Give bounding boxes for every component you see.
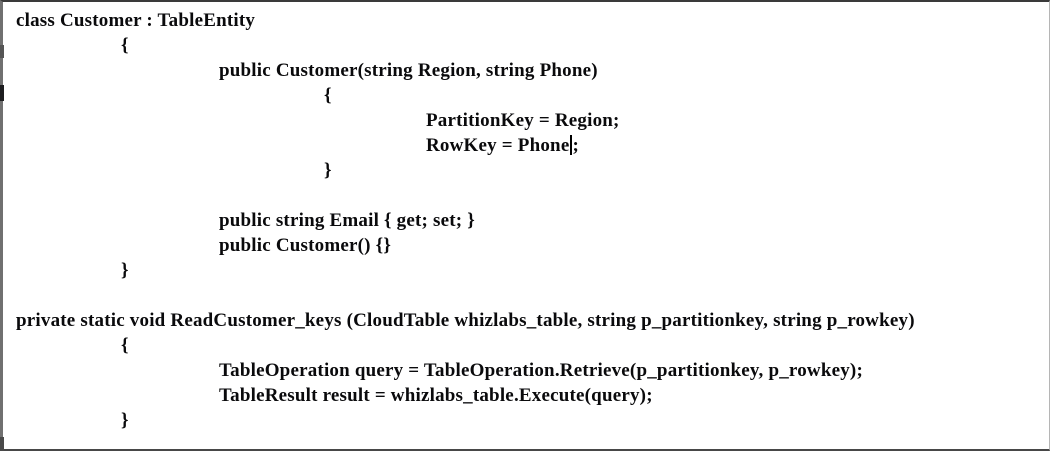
code-line-blank bbox=[6, 183, 1047, 208]
code-line: { bbox=[121, 335, 129, 356]
code-line: } bbox=[121, 260, 129, 281]
code-line: RowKey = Phone; bbox=[6, 133, 1047, 158]
code-line: PartitionKey = Region; bbox=[426, 110, 620, 131]
code-line: } bbox=[121, 410, 129, 431]
left-border-artifact bbox=[0, 85, 4, 101]
code-editor-panel: class Customer : TableEntity { public Cust… bbox=[0, 0, 1050, 451]
code-line: public Customer() {} bbox=[219, 235, 392, 256]
text-cursor bbox=[570, 135, 573, 155]
code-line: { bbox=[121, 35, 129, 56]
left-border-artifact bbox=[0, 437, 4, 451]
left-border-artifact bbox=[0, 45, 4, 58]
code-line: } bbox=[324, 160, 332, 181]
code-text: ; bbox=[572, 135, 579, 156]
code-line: public Customer(string Region, string Ph… bbox=[219, 60, 598, 81]
code-line: TableResult result = whizlabs_table.Exec… bbox=[219, 385, 653, 406]
code-line: public string Email { get; set; } bbox=[219, 210, 475, 231]
code-line: TableOperation query = TableOperation.Re… bbox=[219, 360, 863, 381]
code-block[interactable]: class Customer : TableEntity { public Cust… bbox=[6, 8, 1047, 433]
code-text: RowKey = Phone bbox=[426, 135, 570, 156]
code-line-blank bbox=[6, 283, 1047, 308]
code-line: class Customer : TableEntity bbox=[16, 10, 256, 31]
code-line: private static void ReadCustomer_keys (C… bbox=[16, 310, 915, 331]
code-line: { bbox=[324, 85, 332, 106]
